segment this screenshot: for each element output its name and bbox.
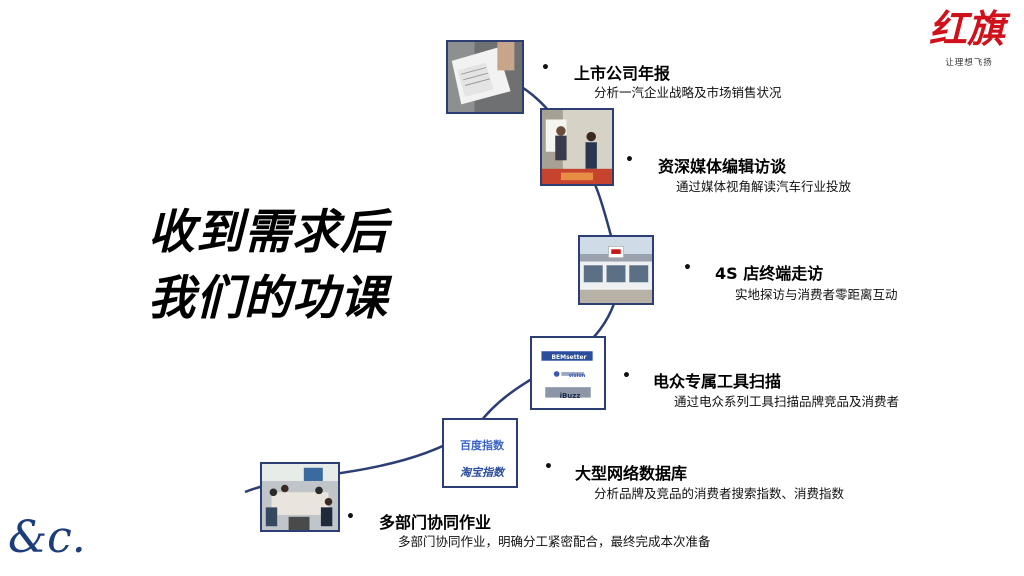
interview-photo: [540, 108, 614, 186]
meeting-photo: [260, 462, 340, 532]
bullet-6: •: [346, 509, 355, 525]
bullet-4: •: [622, 368, 631, 384]
bullet-1: •: [541, 60, 550, 76]
item-4-subtitle: 通过电众系列工具扫描品牌竞品及消费者: [674, 394, 900, 409]
tool-logos-image: BEMsetter vision iBuzz: [530, 336, 606, 410]
tool-logo-ibuzz: iBuzz: [559, 392, 581, 400]
item-1-title: 上市公司年报: [574, 64, 671, 83]
hongqi-logo: 红旗: [928, 6, 1005, 51]
bullet-3: •: [683, 260, 692, 276]
item-5-subtitle: 分析品牌及竞品的消费者搜索指数、消费指数: [594, 486, 845, 501]
item-2-title: 资深媒体编辑访谈: [658, 157, 787, 176]
report-document-photo: [446, 40, 524, 114]
item-3-title: 4S 店终端走访: [715, 264, 824, 283]
item-6-subtitle: 多部门协同作业，明确分工紧密配合，最终完成本次准备: [398, 534, 711, 549]
bullet-2: •: [625, 152, 634, 168]
baidu-index-logo: 百度指数: [460, 439, 504, 452]
heading-line-1: 收到需求后: [148, 205, 388, 260]
tool-logo-vision: vision: [568, 373, 586, 379]
index-logos-image: 百度指数 淘宝指数: [442, 418, 518, 488]
page-heading: 收到需求后 我们的功课: [148, 200, 388, 332]
dealership-photo: [578, 235, 654, 305]
taobao-index-logo: 淘宝指数: [460, 466, 504, 479]
agency-logo: &c.: [8, 512, 86, 563]
item-1-subtitle: 分析一汽企业战略及市场销售状况: [594, 85, 782, 100]
brand-slogan: 让理想飞扬: [945, 58, 993, 68]
tool-logo-bem: BEMsetter: [551, 354, 587, 361]
heading-line-2: 我们的功课: [148, 271, 388, 326]
item-5-title: 大型网络数据库: [575, 464, 688, 483]
item-2-subtitle: 通过媒体视角解读汽车行业投放: [676, 179, 852, 194]
item-4-title: 电众专属工具扫描: [653, 372, 782, 391]
item-3-subtitle: 实地探访与消费者零距离互动: [735, 287, 898, 302]
item-6-title: 多部门协同作业: [379, 513, 492, 532]
bullet-5: •: [544, 459, 553, 475]
